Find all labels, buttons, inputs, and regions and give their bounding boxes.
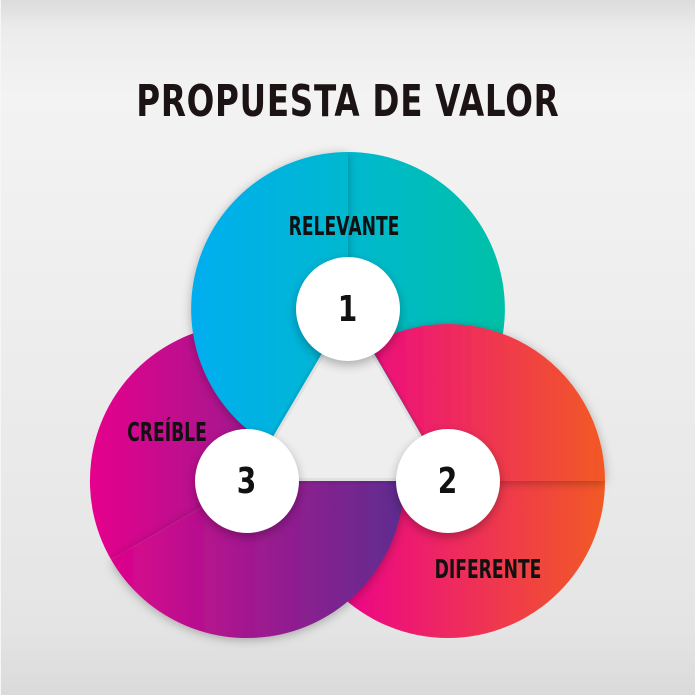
number-3: 3 [237,460,257,502]
number-1: 1 [338,288,358,330]
label-relevante: RELEVANTE [288,212,400,242]
page-title: PROPUESTA DE VALOR [136,76,560,127]
relevante-segment-front [191,152,348,445]
creible-segment-front [111,481,404,639]
label-diferente: DIFERENTE [434,555,542,585]
center-triangle [247,309,448,481]
label-creible: CREÍBLE [127,418,207,448]
number-2: 2 [438,460,458,502]
center-triangle-shade [241,303,454,484]
number-badge-1: 1 [296,257,400,361]
number-badge-3: 3 [195,429,299,533]
number-badge-2: 2 [396,429,500,533]
